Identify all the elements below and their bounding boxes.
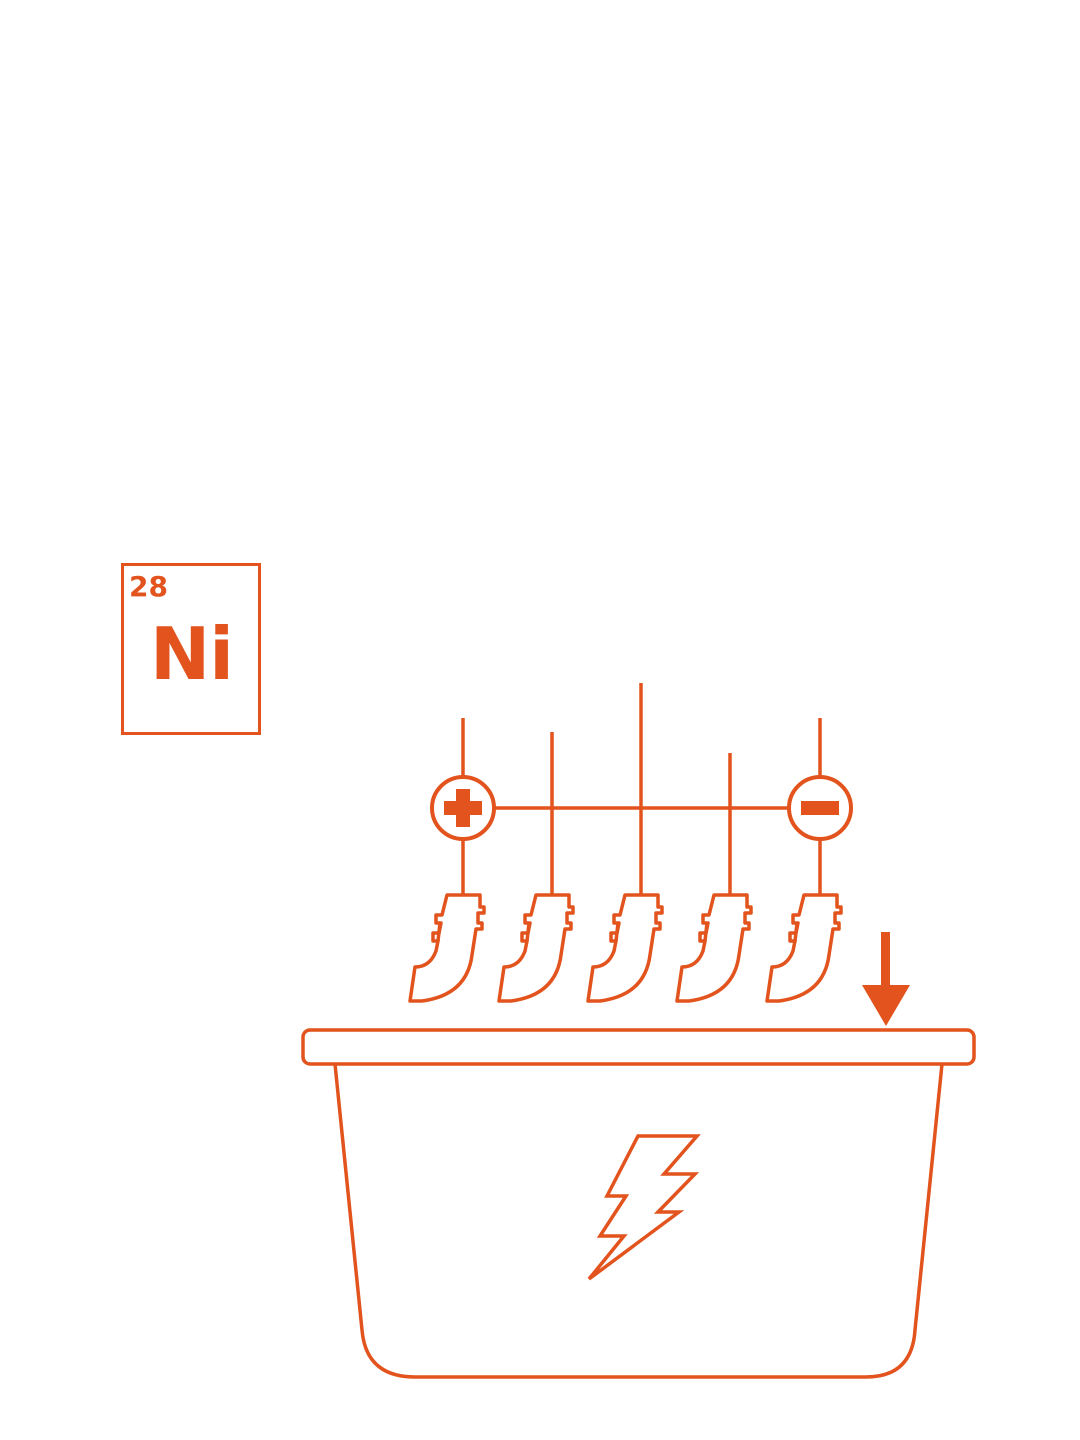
element-symbol: Ni	[150, 612, 234, 696]
arrow-down-icon	[862, 932, 910, 1026]
plus-circle-icon	[430, 775, 496, 841]
lightning-bolt-icon	[587, 1134, 701, 1281]
hook-1	[408, 893, 486, 1003]
tank-body	[333, 1063, 944, 1379]
atomic-number: 28	[129, 570, 168, 603]
element-tile-nickel: 28 Ni	[121, 563, 261, 735]
hook-5	[765, 893, 843, 1003]
hook-3	[586, 893, 664, 1003]
hanger-rods	[461, 683, 822, 895]
minus-circle-icon	[787, 775, 853, 841]
hook-2	[497, 893, 575, 1003]
hooks	[408, 893, 843, 1003]
hook-4	[675, 893, 753, 1003]
tank-rim	[301, 1028, 976, 1066]
